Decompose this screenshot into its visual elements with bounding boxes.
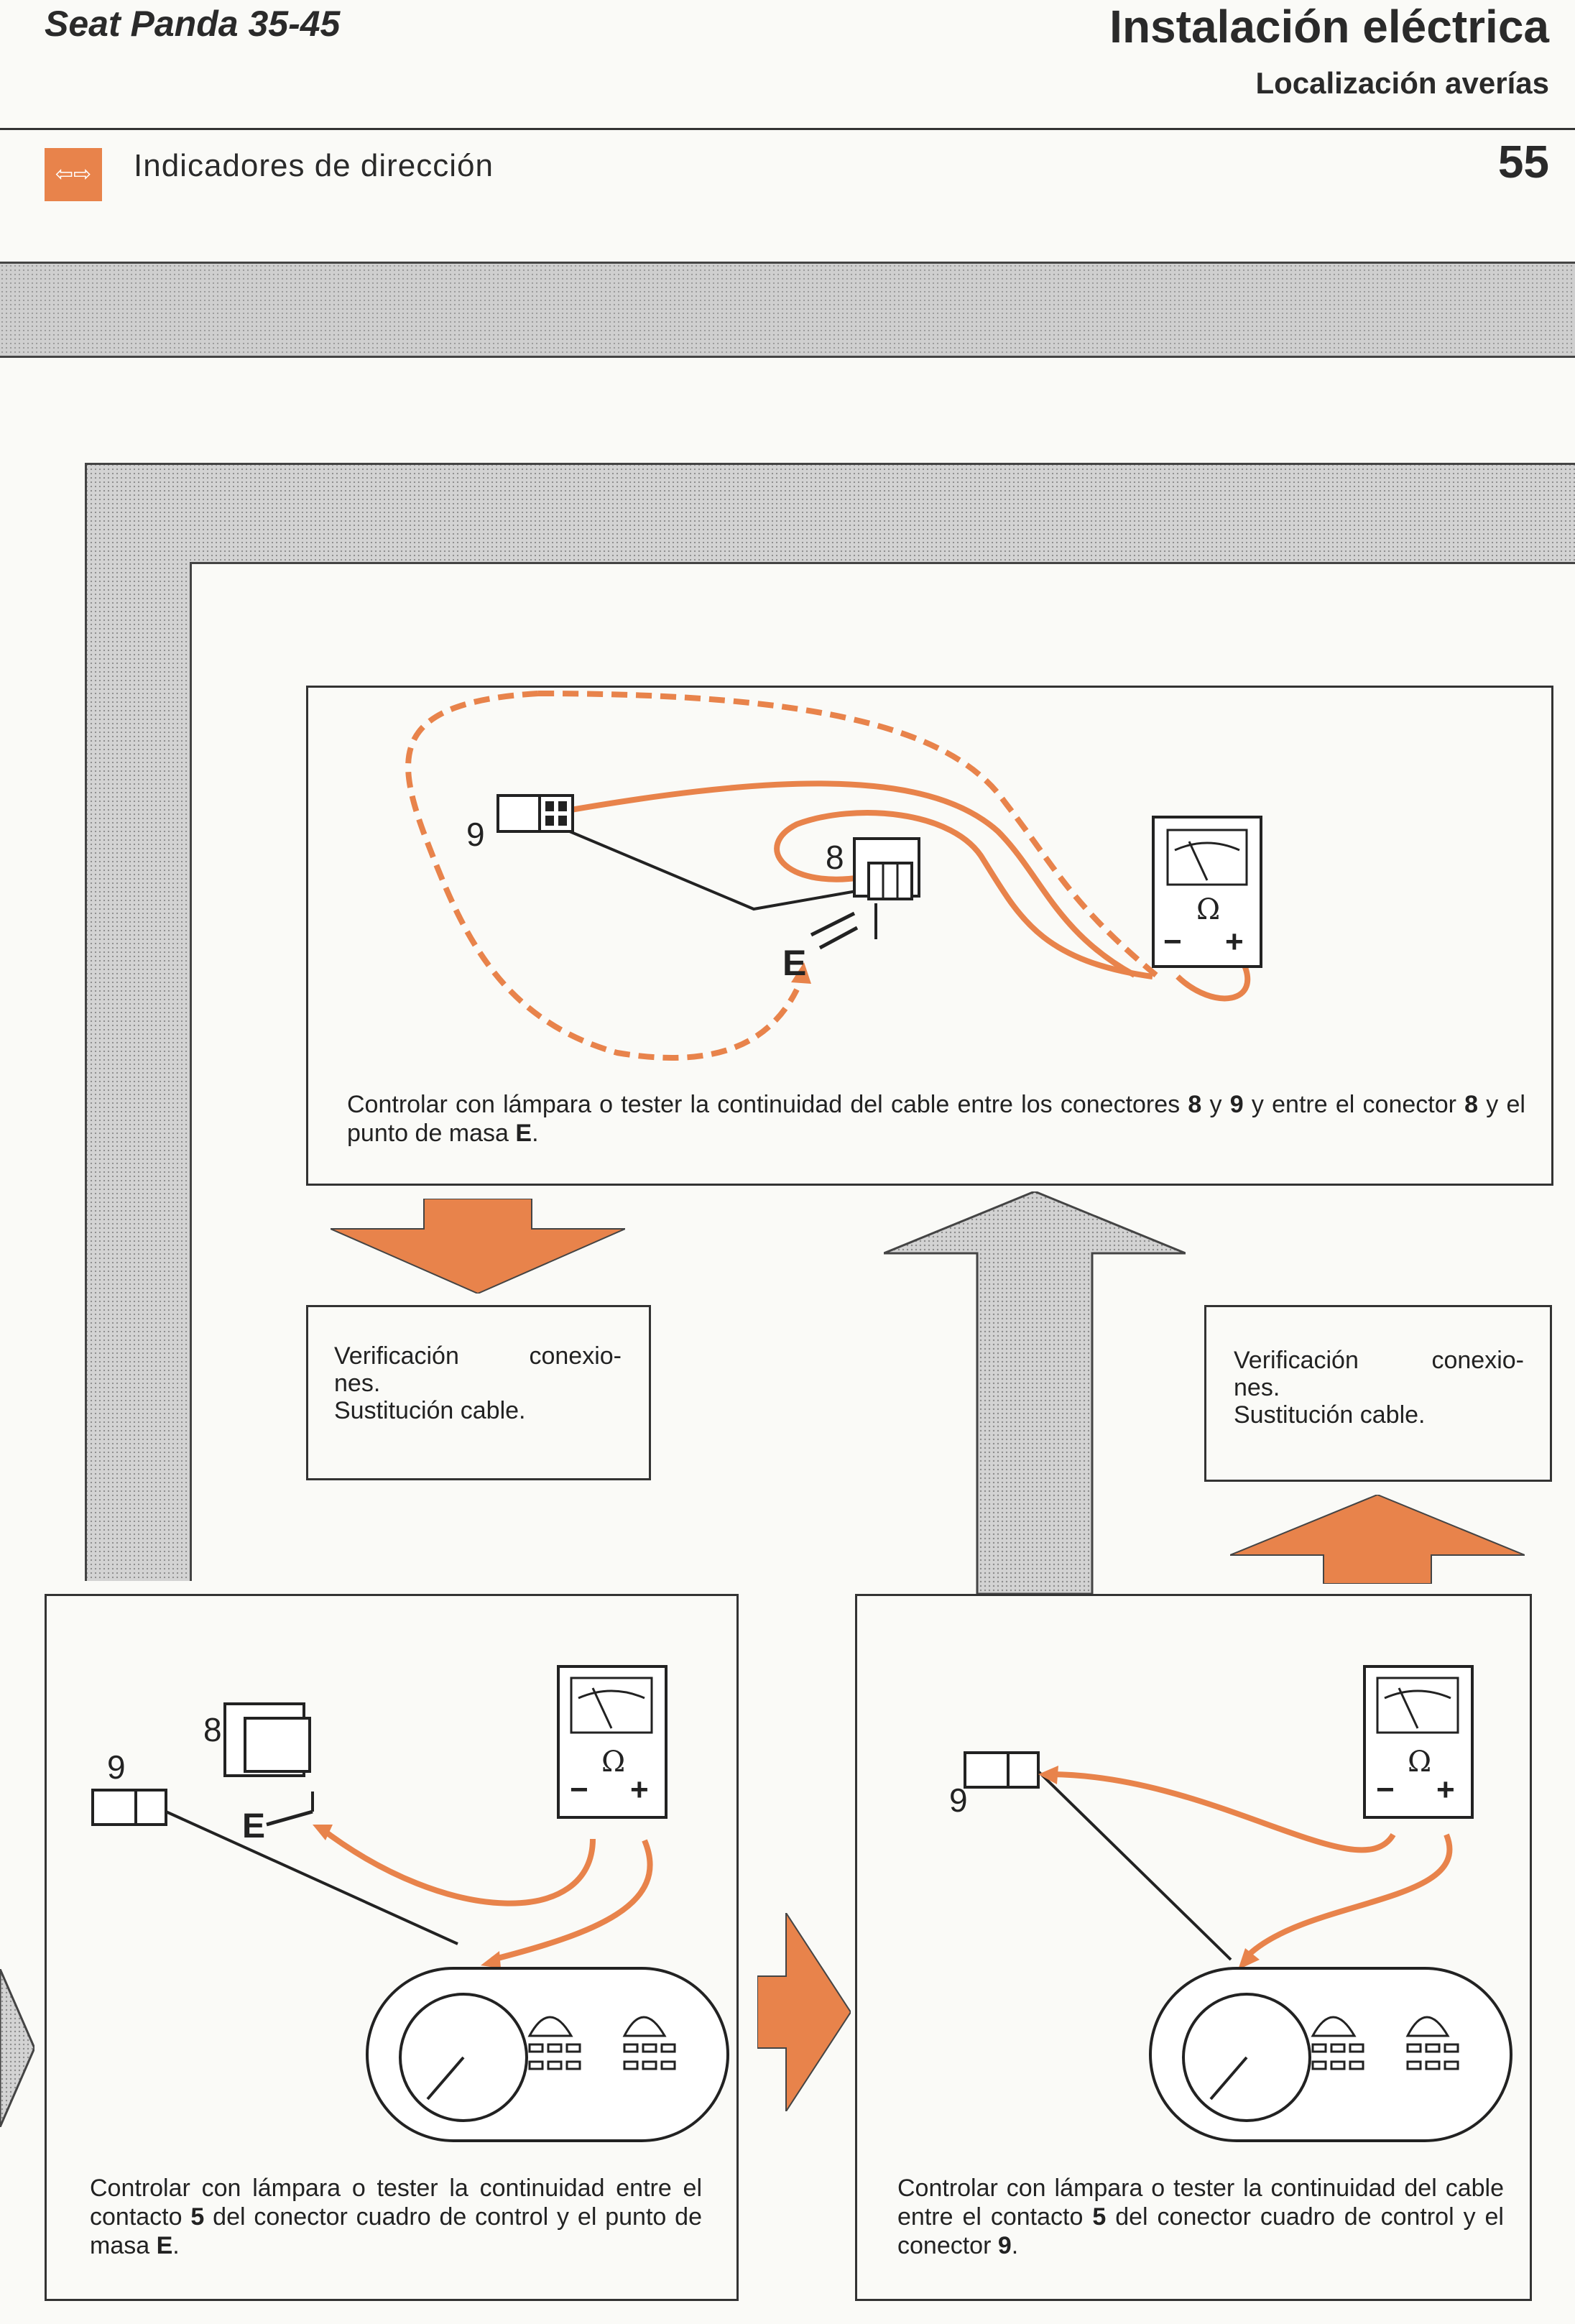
result-box-right: Verificación conexio- nes. Sustitución c… [1204,1305,1552,1482]
page-title: Instalación eléctrica [1109,1,1549,52]
section-label: Indicadores de dirección [134,148,494,183]
svg-text:Ω: Ω [1408,1746,1431,1779]
result-right-line3: Sustitución cable. [1234,1401,1426,1429]
result-right-line2: nes. [1234,1374,1280,1401]
result-left-line1: Verificación conexio- [334,1342,622,1370]
flow-frame-top [85,463,1575,563]
svg-text:−: − [1376,1772,1395,1807]
label-ohm: Ω [1196,893,1220,926]
result-box-left: Verificación conexio- nes. Sustitución c… [306,1305,651,1480]
page-subtitle: Localización averías [1255,66,1549,100]
turn-signal-icon: ⇦⇨ [45,148,102,201]
label-ground-e: E [782,943,806,983]
caption-ground-step: Controlar con lámpara o tester la contin… [90,2175,702,2259]
svg-text:+: + [630,1772,649,1807]
svg-text:+: + [1436,1772,1455,1807]
frame-inner-line [190,562,1575,564]
label-connector-8: 8 [826,839,844,876]
up-arrow-grey [884,1191,1186,1594]
connector-diagram: 9 8 E Ω − + [405,691,1262,1061]
result-left-line2: nes. [334,1370,381,1397]
svg-text:+: + [1225,924,1244,959]
header-rule [0,128,1575,130]
caption-contact-step: Controlar con lámpara o tester la contin… [897,2175,1504,2259]
svg-text:−: − [570,1772,588,1807]
svg-text:8: 8 [203,1711,222,1748]
result-left-line3: Sustitución cable. [334,1397,526,1424]
svg-text:E: E [242,1807,265,1845]
svg-text:9: 9 [107,1748,126,1786]
frame-outer-line [85,463,87,1581]
svg-text:Ω: Ω [601,1746,625,1779]
step-box-connectors: 9 8 E Ω − + Controlar con lámpara o test… [306,686,1553,1186]
step-box-contact: 9 5 Ω − + Controlar con lámpara o tester… [855,1594,1532,2301]
edge-arrow [0,1969,34,2127]
frame-outer-line [85,463,1575,465]
svg-text:−: − [1163,924,1182,959]
dotted-band [0,262,1575,358]
up-arrow-right [1230,1495,1525,1584]
flow-frame-left [85,463,191,1581]
frame-inner-line [190,562,192,1581]
step-box-ground: 8 9 E 5 Ω − + Cont [45,1594,739,2301]
ground-diagram: 8 9 E 5 Ω − + [91,1665,729,2142]
book-title: Seat Panda 35-45 [45,4,341,44]
page-number: 55 [1497,136,1549,188]
result-right-line1: Verificación conexio- [1234,1347,1524,1374]
down-arrow-left [331,1199,625,1294]
label-connector-9: 9 [466,816,485,853]
contact-diagram: 9 5 Ω − + [949,1665,1512,2142]
svg-text:9: 9 [949,1781,968,1819]
right-arrow-middle [757,1913,851,2111]
caption-top-step: Controlar con lámpara o tester la contin… [347,1091,1525,1147]
